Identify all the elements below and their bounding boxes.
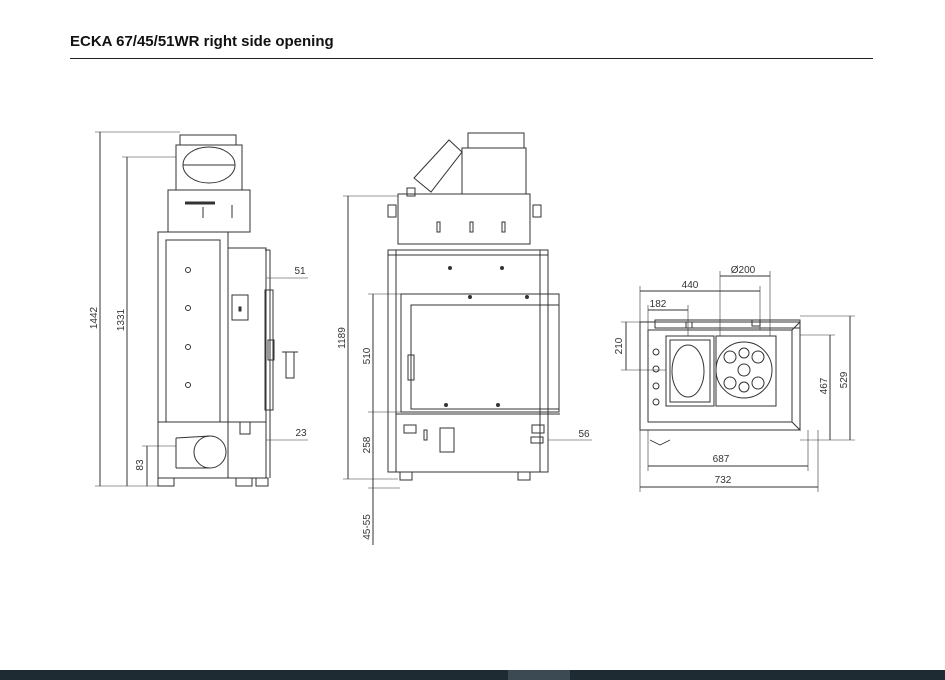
dim-top-width-outer: 732 (715, 475, 732, 486)
side-plenum (167, 189, 251, 233)
dim-side-base: 83 (135, 459, 146, 471)
dim-side-total: 1442 (89, 306, 100, 329)
dim-top-width-inner: 687 (713, 454, 730, 465)
side-air-inlet (193, 435, 227, 469)
top-left-flue-opening (671, 344, 705, 398)
dim-front-base: 258 (362, 436, 373, 453)
side-body (157, 231, 229, 423)
dim-front-side-offset: 56 (578, 429, 590, 440)
dim-top-depth-outer: 529 (839, 371, 850, 388)
front-view (343, 132, 592, 545)
footer-bar (0, 670, 945, 680)
title-divider (70, 58, 873, 59)
side-view (95, 131, 308, 487)
top-right-flue-circle (715, 341, 773, 399)
front-flue-angled (413, 139, 463, 193)
dim-front-glass: 510 (362, 347, 373, 364)
dim-front-legs: 45-55 (362, 514, 373, 540)
dim-front-height: 1189 (337, 327, 348, 349)
footer-accent (508, 670, 570, 680)
dim-top-flue-diameter: Ø200 (731, 265, 756, 276)
dim-top-depth-inner: 467 (819, 377, 830, 394)
dim-top-flue-offset-x: 182 (650, 299, 667, 310)
dim-side-bottom-offset: 23 (295, 428, 307, 439)
top-view (621, 271, 855, 492)
front-glass-window (400, 293, 560, 413)
dim-side-top-offset: 51 (294, 266, 306, 277)
front-plenum (397, 193, 531, 245)
dim-side-body: 1331 (116, 308, 127, 331)
page-title: ECKA 67/45/51WR right side opening (70, 33, 334, 50)
front-ash-handle (439, 427, 455, 453)
front-flue-straight (467, 132, 525, 149)
front-body (387, 249, 549, 473)
side-handle-icon (285, 351, 295, 379)
side-flue-collar (179, 134, 237, 146)
dim-top-flue-offset-y: 210 (614, 337, 625, 354)
side-door-frame (227, 247, 267, 479)
dim-top-flue-center-x: 440 (682, 280, 699, 291)
